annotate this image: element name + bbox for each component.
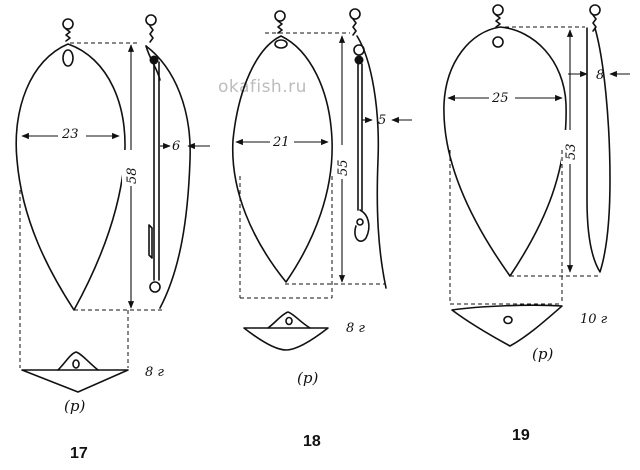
- lure-18-hole: [274, 39, 288, 49]
- lure-17-hole: [62, 49, 74, 67]
- lure-17-split-ring: [65, 28, 71, 42]
- lure-19-side-profile: [586, 27, 611, 273]
- lure-18-side-bead: [354, 55, 364, 65]
- lure-17-side-bead: [149, 55, 159, 65]
- lure-18-length-label: 55: [336, 159, 351, 176]
- lure-17: 23 58 6 8 г (р) 17: [15, 14, 210, 462]
- lure-18-swivel-ring: [274, 10, 286, 22]
- lure-18-cross-section: [243, 327, 329, 351]
- watermark-text: okafish.ru: [218, 77, 307, 97]
- lure-18-side-profile: [356, 35, 387, 289]
- lure-18-width-label: 21: [272, 135, 290, 150]
- lure-17-cross-section: [21, 369, 129, 393]
- lure-18-number: 18: [303, 433, 321, 450]
- lure-17-swivel-ring: [62, 18, 74, 30]
- lure-17-width-label: 23: [61, 127, 79, 142]
- lure-18-thickness-label: 5: [378, 113, 386, 128]
- lure-19-section-label: (р): [532, 345, 553, 363]
- lure-19-thickness-label: 8: [596, 68, 604, 83]
- lure-17-side-profile: [145, 45, 191, 309]
- lure-17-body-outline: [15, 43, 126, 311]
- lure-19-weight-label: 10 г: [580, 312, 608, 327]
- lure-19-cross-section: [451, 304, 563, 347]
- lure-17-weight-label: 8 г: [145, 365, 164, 380]
- lure-19-hole: [492, 36, 504, 48]
- lure-18-section-label: (р): [297, 369, 318, 387]
- lure-17-side-eye: [149, 281, 161, 293]
- lure-19-length-label: 53: [564, 143, 579, 160]
- lure-18-side-ring: [353, 44, 365, 56]
- lure-19: 25 53 8 10 г (р) 19: [443, 4, 630, 444]
- lure-18: 21 55 5 8 г (р) 18: [231, 8, 412, 450]
- lure-17-number: 17: [70, 445, 88, 462]
- lure-17-thickness-label: 6: [172, 139, 180, 154]
- lure-19-width-label: 25: [491, 91, 509, 106]
- lure-18-weight-label: 8 г: [346, 321, 365, 336]
- lure-18-side-swivel: [349, 8, 361, 20]
- lure-18-body-outline: [231, 35, 333, 283]
- lure-17-length-label: 58: [125, 167, 140, 184]
- lure-19-number: 19: [512, 427, 530, 444]
- lure-17-section-label: (р): [64, 397, 85, 415]
- lure-19-side-swivel: [589, 4, 601, 16]
- lure-17-side-swivel: [145, 14, 157, 26]
- lure-19-swivel-ring: [492, 4, 504, 16]
- lure-18-side-hook: [354, 209, 370, 242]
- lure-19-body-outline: [443, 26, 567, 277]
